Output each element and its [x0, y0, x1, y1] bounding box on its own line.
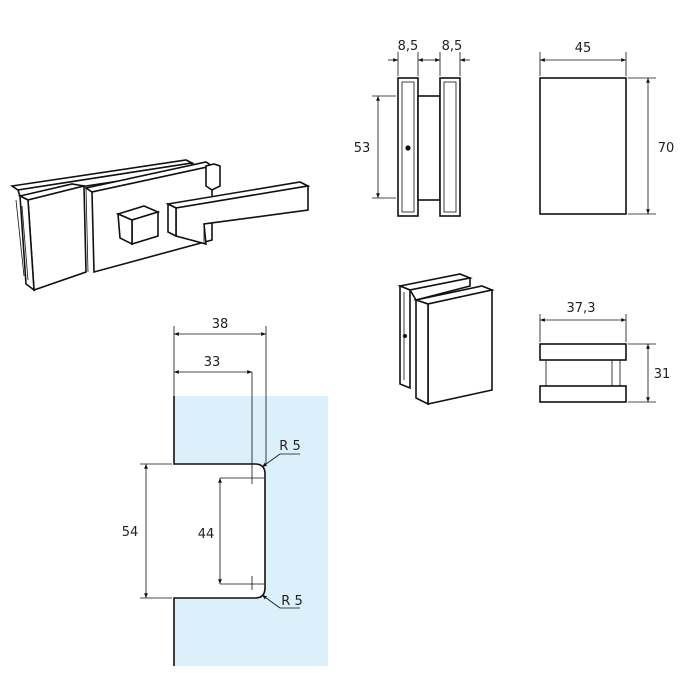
dim-small-width: 37,3 [567, 301, 596, 316]
dim-radius-bottom: R 5 [281, 594, 302, 609]
clamp-isometric-view [397, 273, 495, 406]
side-view: 8,5 8,5 53 [354, 39, 470, 217]
dim-top-width-1: 8,5 [398, 39, 419, 54]
dim-cut-inner: 33 [204, 355, 221, 370]
dim-cut-height-outer: 54 [122, 525, 139, 540]
dim-side-height: 53 [354, 141, 371, 156]
dim-top-width-2: 8,5 [442, 39, 463, 54]
dim-radius-top: R 5 [279, 439, 300, 454]
dim-cut-height-inner: 44 [198, 527, 215, 542]
dim-front-width: 45 [575, 41, 592, 56]
dim-cut-total: 38 [212, 317, 229, 332]
dim-small-height: 31 [654, 367, 671, 382]
screw-hole [405, 145, 411, 151]
front-view: 45 70 [539, 41, 675, 215]
isometric-assembly-view [9, 159, 311, 292]
glass-cutout-view: 38 33 54 44 R 5 R 5 [122, 317, 328, 666]
dim-front-height: 70 [658, 141, 675, 156]
clamp-top-view: 37,3 31 [539, 301, 671, 403]
